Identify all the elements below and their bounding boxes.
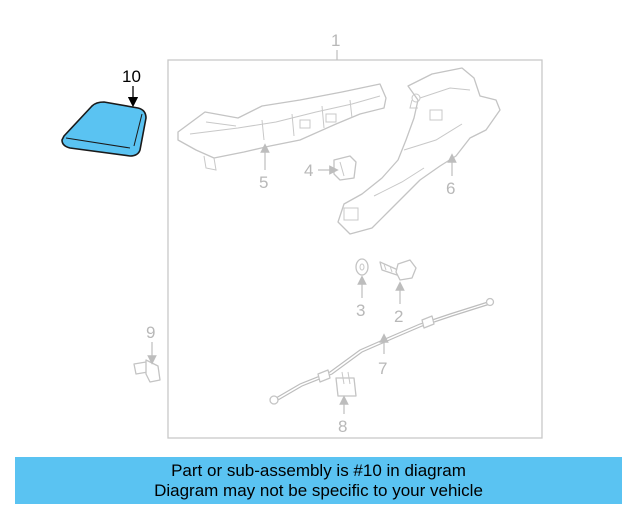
part-6-bracket xyxy=(337,67,501,235)
callout-10: 10 xyxy=(122,67,141,86)
part-2-bolt xyxy=(379,259,417,281)
part-10-lid[interactable] xyxy=(61,101,147,157)
part-7-cable xyxy=(269,297,495,405)
banner-line-2: Diagram may not be specific to your vehi… xyxy=(154,481,483,500)
callout-6: 6 xyxy=(446,179,455,198)
part-5-tray xyxy=(177,83,387,171)
callout-3: 3 xyxy=(356,301,365,320)
info-banner: Part or sub-assembly is #10 in diagram D… xyxy=(15,457,622,504)
assembly-frame xyxy=(167,59,543,439)
parts-diagram: 1 2 3 4 5 6 7 8 9 10 xyxy=(61,31,543,439)
callout-1: 1 xyxy=(331,31,340,50)
callout-9: 9 xyxy=(146,323,155,342)
callout-7: 7 xyxy=(378,359,387,378)
banner-line-1: Part or sub-assembly is #10 in diagram xyxy=(171,461,466,480)
callout-8: 8 xyxy=(338,417,347,436)
callout-4: 4 xyxy=(304,161,313,180)
part-9-pin xyxy=(133,359,161,383)
callout-2: 2 xyxy=(394,307,403,326)
part-3-washer xyxy=(355,258,369,276)
part-4-clip xyxy=(333,155,357,181)
callout-5: 5 xyxy=(259,173,268,192)
part-8-clip xyxy=(335,371,357,397)
